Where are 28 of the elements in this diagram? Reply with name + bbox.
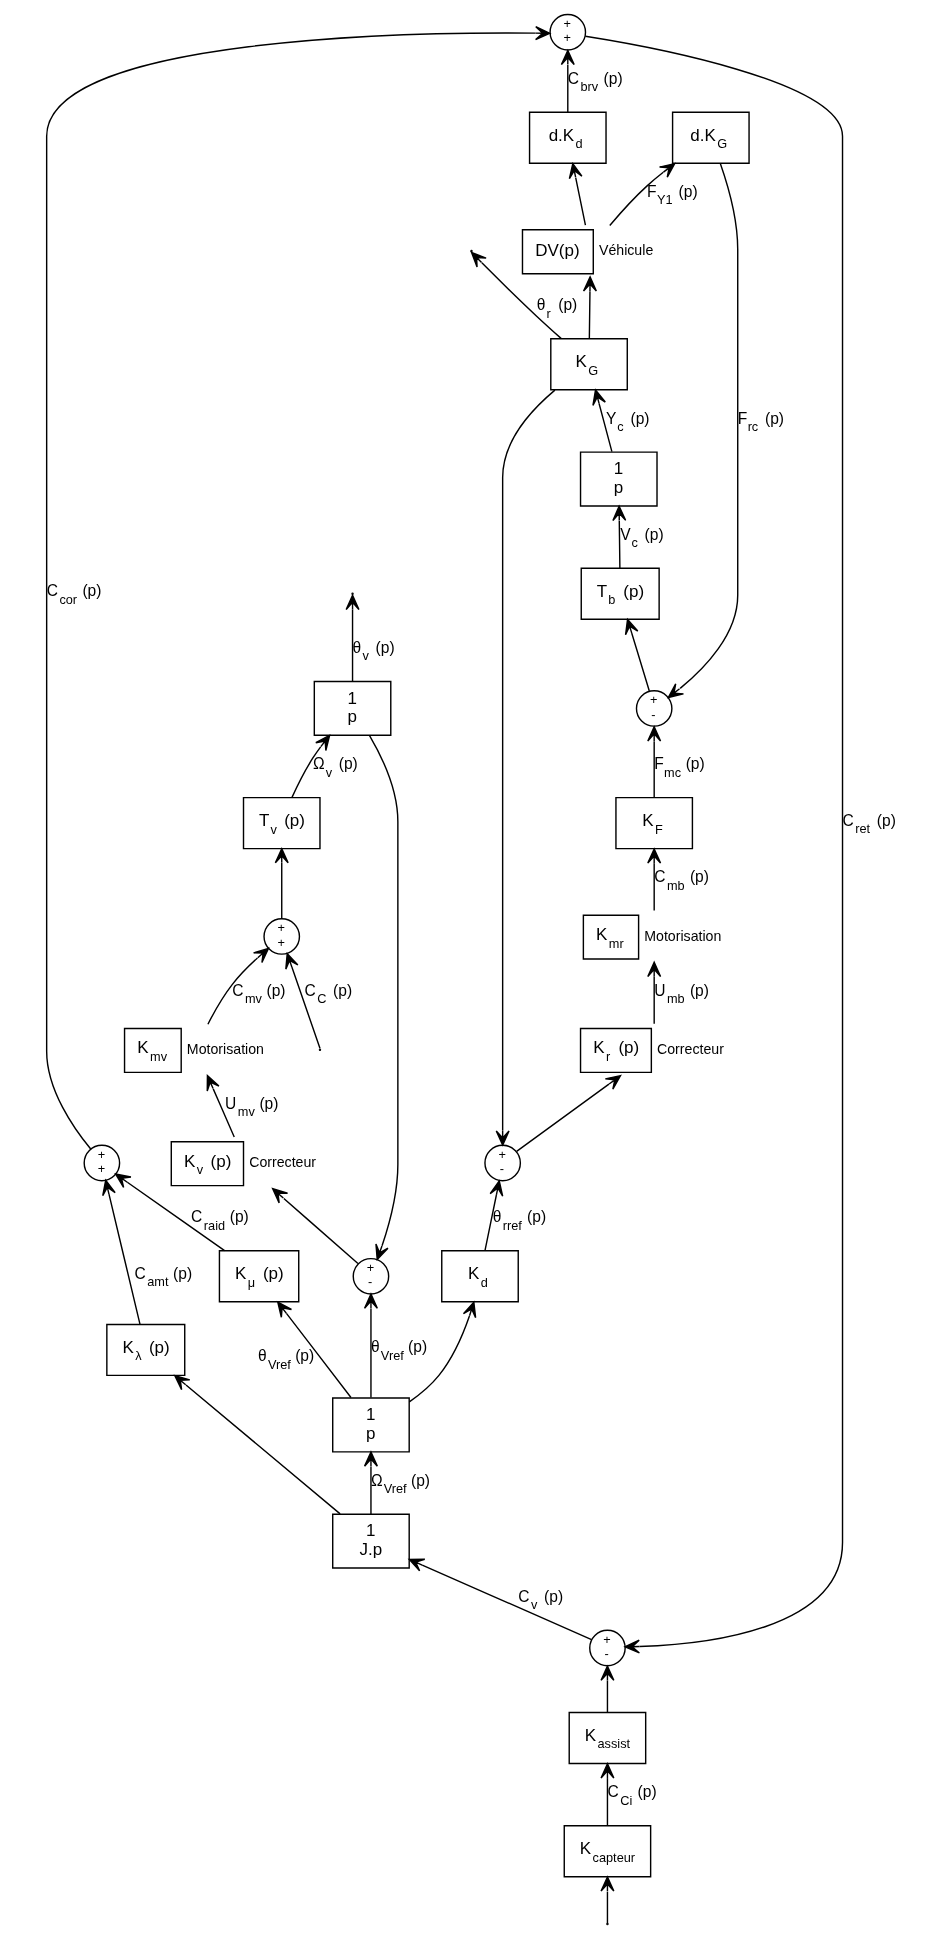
edge-label: U$_{mb}$ (p) (654, 981, 709, 1007)
edge-label: C$_{v}$ (p) (518, 1587, 564, 1613)
edge-label: C$_{Ci}$ (p) (607, 1783, 657, 1808)
edge-label: V$_{c}$ (p) (620, 525, 664, 551)
edge-label: C$_{mv}$ (p) (232, 981, 286, 1007)
edge-label: Ω$_{v}$ (p) (312, 755, 358, 780)
node-label: Véhicule (598, 242, 654, 259)
edge-label: θ$_{Vref}$ (p) (257, 1347, 315, 1372)
edge-label: C$_{ret}$ (p) (842, 811, 896, 837)
edge-label: θ$_{rref}$ (p) (492, 1208, 547, 1233)
edge-label: F$_{mc}$ (p) (654, 755, 705, 780)
edge-label: C$_{amt}$ (p) (134, 1264, 193, 1290)
edge-label: C$_{C}$ (p) (304, 981, 353, 1007)
edge-label: C$_{mb}$ (p) (654, 868, 709, 893)
edge-label: θ$_{Vref}$ (p) (370, 1338, 428, 1363)
edge-label: F$_{Y1}$ (p) (647, 182, 698, 208)
edge-label: Y$_{c}$ (p) (606, 409, 650, 434)
edge-label: C$_{cor}$ (p) (46, 582, 102, 607)
node-label: Motorisation (644, 927, 722, 944)
edge-label: θ$_{v}$ (p) (352, 638, 395, 664)
edge-label: C$_{brv}$ (p) (567, 69, 623, 95)
edge-label: C$_{raid}$ (p) (191, 1208, 249, 1233)
node-label: Motorisation (186, 1040, 264, 1057)
edge-label: U$_{mv}$ (p) (225, 1094, 279, 1120)
edge-label: θ$_{r}$ (p) (536, 296, 578, 321)
node-label: Correcteur (657, 1040, 724, 1057)
node-label: Correcteur (249, 1154, 317, 1171)
edge-label: F$_{rc}$ (p) (737, 409, 785, 434)
